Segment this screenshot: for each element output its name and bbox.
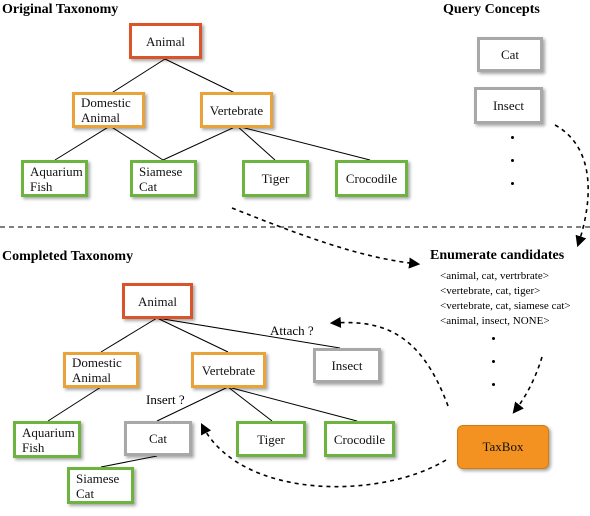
query-ellipsis-dot (511, 136, 514, 139)
completed-node-crocodile: Crocodile (324, 421, 395, 457)
original-node-vertebrate: Vertebrate (200, 92, 273, 128)
query-ellipsis-dot (511, 159, 514, 162)
completed-node-animal: Animal (122, 283, 193, 319)
arrow-original-to-candidates (231, 207, 421, 269)
enumerate-candidates-heading: Enumerate candidates (430, 248, 565, 263)
query-node-cat: Cat (477, 37, 543, 72)
completed-node-tiger: Tiger (236, 421, 306, 457)
arrow-taxbox-to-insert (200, 423, 447, 488)
original-tree-edges (54, 58, 371, 161)
candidate-item: <vertebrate, cat, tiger> (440, 285, 541, 297)
query-node-insect: Insect (474, 87, 543, 124)
original-node-aquarium-fish: Aquarium Fish (21, 160, 88, 197)
completed-node-vertebrate: Vertebrate (191, 352, 266, 388)
candidate-ellipsis-dot (492, 383, 495, 386)
original-node-tiger: Tiger (242, 160, 309, 197)
taxbox-model-box: TaxBox (457, 425, 549, 469)
arrow-taxbox-to-attach (329, 316, 449, 407)
flow-arrows (200, 124, 589, 488)
completed-taxonomy-heading: Completed Taxonomy (2, 249, 134, 264)
candidate-ellipsis-dot (492, 360, 495, 363)
arrow-candidates-to-taxbox (512, 356, 543, 414)
query-ellipsis-dot (511, 182, 514, 185)
original-node-siamese-cat: Siamese Cat (130, 160, 197, 197)
original-node-crocodile: Crocodile (335, 160, 408, 197)
original-node-domestic-animal: Domestic Animal (72, 92, 145, 128)
candidate-item: <vertebrate, cat, siamese cat> (440, 300, 571, 312)
candidate-ellipsis-dot (492, 337, 495, 340)
original-node-animal: Animal (129, 23, 202, 59)
completed-node-aquarium-fish: Aquarium Fish (13, 421, 81, 458)
query-concepts-heading: Query Concepts (443, 2, 540, 17)
insert-label: Insert ? (146, 392, 185, 407)
completed-node-insect: Insect (313, 348, 381, 383)
candidate-item: <animal, cat, vertrbrate> (440, 270, 549, 282)
arrow-query-to-candidates (554, 124, 589, 248)
completed-node-domestic-animal: Domestic Animal (63, 352, 139, 388)
candidate-item: <animal, insect, NONE> (440, 315, 550, 327)
completed-node-siamese-cat: Siamese Cat (67, 467, 134, 504)
completed-tree-edges (47, 317, 358, 468)
completed-node-cat: Cat (124, 421, 192, 456)
attach-label: Attach ? (270, 323, 314, 338)
original-taxonomy-heading: Original Taxonomy (2, 2, 119, 17)
